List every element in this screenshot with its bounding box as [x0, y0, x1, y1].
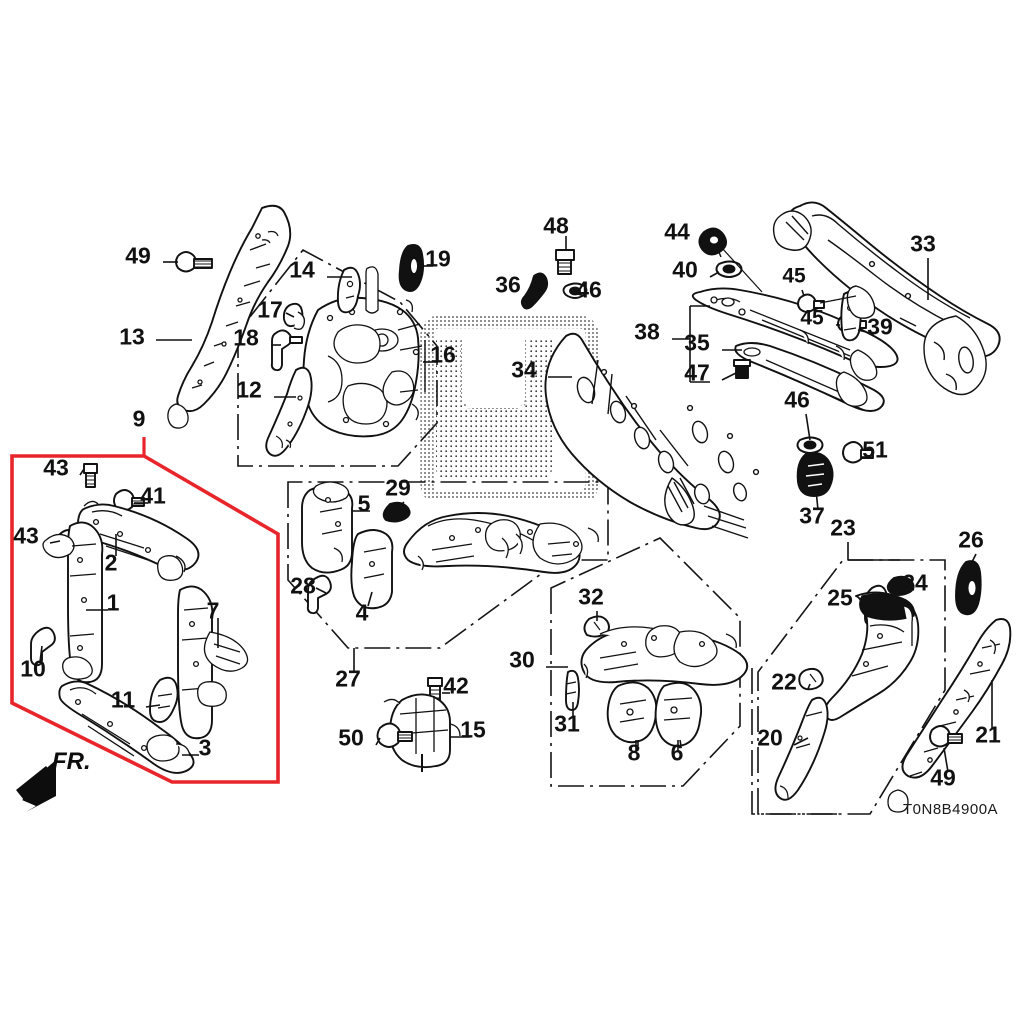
callout-40: 40: [672, 256, 698, 283]
callout-9: 9: [132, 405, 146, 432]
callout-43b: 43: [13, 522, 39, 549]
callout-14: 14: [289, 256, 315, 283]
callout-25: 25: [827, 584, 853, 611]
callout-46a: 46: [576, 276, 602, 303]
callout-21: 21: [975, 721, 1001, 748]
group-outline-27: [287, 481, 609, 649]
callout-38: 38: [634, 318, 660, 345]
bolt-50: [376, 722, 413, 748]
callout-17: 17: [257, 296, 283, 323]
callout-43a: 43: [43, 454, 69, 481]
callout-5: 5: [357, 490, 371, 517]
callout-41: 41: [140, 482, 166, 509]
callout-30: 30: [509, 646, 535, 673]
callout-36: 36: [495, 271, 521, 298]
callout-49b: 49: [930, 764, 956, 791]
bolt-49a: [175, 251, 213, 273]
callout-31: 31: [554, 710, 580, 737]
callout-7: 7: [206, 597, 220, 624]
callout-37: 37: [799, 502, 825, 529]
part-shapes: [30, 201, 1012, 813]
callout-42: 42: [443, 672, 469, 699]
bolt-45a: [797, 293, 825, 313]
callout-33: 33: [910, 230, 936, 257]
group-outline-16: [237, 248, 438, 467]
callout-10: 10: [20, 655, 46, 682]
callout-26: 26: [958, 526, 984, 553]
callout-4: 4: [355, 599, 369, 626]
callout-3: 3: [198, 734, 212, 761]
bolt-41: [113, 489, 145, 512]
group-outline-20: [751, 668, 840, 815]
group-outline-23: [757, 559, 946, 815]
callout-6: 6: [670, 739, 684, 766]
callout-12: 12: [236, 376, 262, 403]
callout-46b: 46: [784, 386, 810, 413]
callout-24: 24: [902, 569, 928, 596]
group-outline-30: [550, 537, 741, 787]
callout-18: 18: [233, 324, 259, 351]
callout-45b: 45: [800, 306, 824, 330]
callout-11: 11: [110, 686, 136, 713]
callout-19: 19: [425, 245, 451, 272]
callout-20: 20: [757, 724, 783, 751]
callout-47: 47: [684, 359, 710, 386]
callout-51: 51: [862, 436, 888, 463]
callout-2: 2: [104, 549, 118, 576]
callout-8: 8: [627, 739, 641, 766]
bolt-51: [842, 441, 874, 464]
callout-16: 16: [430, 341, 456, 368]
bolt-43a: [83, 463, 98, 488]
callout-27: 27: [335, 665, 361, 692]
callout-45a: 45: [782, 264, 806, 288]
callout-50: 50: [338, 724, 364, 751]
callout-32: 32: [578, 583, 604, 610]
callout-48: 48: [543, 212, 569, 239]
callout-28: 28: [290, 572, 316, 599]
callout-1: 1: [106, 589, 120, 616]
honda-watermark: [420, 315, 599, 500]
fr-direction-arrow: [16, 760, 56, 812]
fr-direction-label: FR.: [52, 748, 91, 775]
callout-22: 22: [771, 668, 797, 695]
callout-15: 15: [460, 716, 486, 743]
callout-49a: 49: [125, 242, 151, 269]
callout-13: 13: [119, 323, 145, 350]
callout-34: 34: [511, 356, 537, 383]
callout-35: 35: [684, 329, 710, 356]
callout-23: 23: [830, 514, 856, 541]
callout-44: 44: [664, 218, 690, 245]
callout-39: 39: [867, 313, 893, 340]
callout-29: 29: [385, 474, 411, 501]
diagram-code: T0N8B4900A: [903, 801, 999, 818]
bolt-48: [555, 249, 575, 275]
leader-lines: [39, 236, 993, 773]
bolt-49b: [929, 725, 963, 748]
